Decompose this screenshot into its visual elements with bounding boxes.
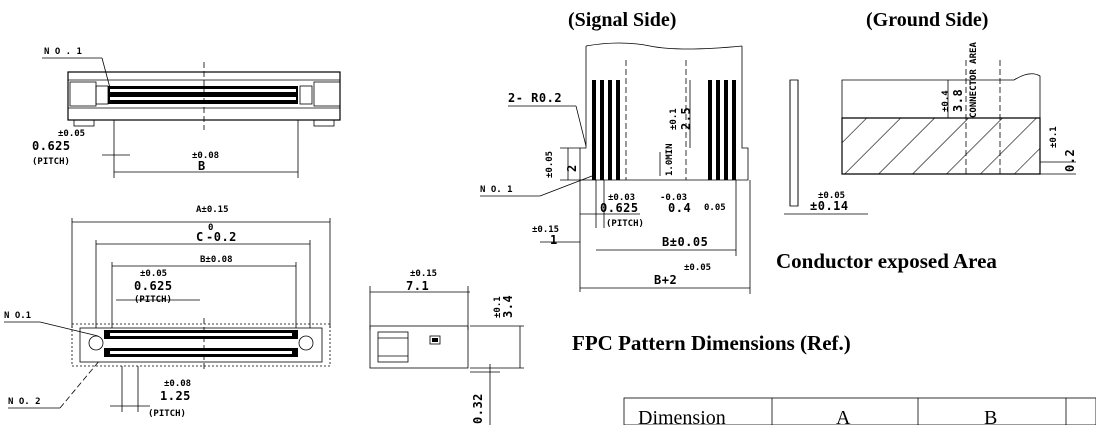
side-h-value: 3.4 — [501, 295, 515, 318]
front-no1-label: N O . 1 — [44, 47, 82, 57]
top-pitch2-label: (PITCH) — [148, 409, 186, 419]
table-header-b: B — [984, 407, 997, 425]
table-header-dimension: Dimension — [638, 407, 726, 425]
ground-side-heading: (Ground Side) — [866, 9, 988, 31]
signal-h-tol: ±0.05 — [545, 151, 555, 178]
front-b-label: B — [198, 159, 206, 173]
signal-b2-tol: ±0.05 — [684, 263, 711, 273]
ground-z-value: 0.2 — [1063, 149, 1077, 172]
top-pitch2-value: 1.25 — [160, 389, 191, 403]
side-w-value: 7.1 — [406, 279, 429, 293]
top-b-tol: B±0.08 — [200, 255, 233, 265]
signal-one-tol: ±0.15 — [532, 225, 559, 235]
ground-z-tol: ±0.1 — [1049, 126, 1059, 148]
signal-traces — [592, 80, 736, 180]
table-header-a: A — [836, 407, 851, 425]
signal-w-tol2: 0.05 — [704, 203, 726, 213]
contact-pads — [104, 330, 298, 357]
signal-radius: 2- R0.2 — [508, 91, 562, 105]
front-pitch-value: 0.625 — [32, 139, 71, 153]
signal-min-label: 1.0MIN — [665, 143, 675, 176]
fpc-pattern-heading: FPC Pattern Dimensions (Ref.) — [572, 331, 851, 355]
dimension-table: Dimension A B — [623, 397, 1096, 425]
signal-side-heading: (Signal Side) — [568, 9, 676, 31]
signal-pitch-label: (PITCH) — [606, 219, 644, 229]
ground-area-label: CONNECTOR AREA — [969, 42, 979, 118]
signal-pitch-value: 0.625 — [600, 201, 639, 215]
top-pitch-value: 0.625 — [134, 279, 173, 293]
signal-one-value: 1 — [550, 233, 558, 247]
contact-teeth — [110, 89, 296, 100]
ground-t-value: ±0.14 — [810, 199, 849, 213]
ground-pattern: (Ground Side) ±0.4 3.8 CONNECTOR AREA ±0… — [776, 9, 1077, 273]
top-no2-label: N O. 2 — [8, 397, 41, 407]
signal-w-value: 0.4 — [668, 201, 691, 215]
front-pitch-label: (PITCH) — [32, 157, 70, 167]
signal-len-value: 2.5 — [679, 107, 693, 130]
top-c-tol2: -0.2 — [206, 230, 237, 244]
top-c-tol: 0 — [208, 223, 213, 233]
signal-b-label: B±0.05 — [662, 235, 708, 249]
top-pitch-tol: ±0.05 — [140, 269, 167, 279]
signal-b2-label: B+2 — [654, 273, 677, 287]
conductor-area-heading: Conductor exposed Area — [776, 249, 997, 273]
top-pitch2-tol: ±0.08 — [164, 379, 191, 389]
front-view: N O . 1 ±0.05 0.625 (PITCH) ±0.08 B — [32, 47, 341, 178]
ground-t-tol: ±0.05 — [818, 191, 845, 201]
top-pitch-label: (PITCH) — [134, 295, 172, 305]
side-t-value: 0.32 — [471, 393, 485, 424]
signal-w-tol: -0.03 — [660, 193, 687, 203]
ground-h-value: 3.8 — [951, 89, 965, 112]
signal-len-tol: ±0.1 — [669, 108, 679, 130]
signal-no1-label: N O. 1 — [480, 185, 513, 195]
top-a-tol: A±0.15 — [196, 205, 229, 215]
front-b-tol: ±0.08 — [192, 151, 219, 161]
top-view: A±0.15 0 C -0.2 B±0.08 ±0.05 0.625 (PITC… — [4, 205, 331, 419]
top-c-label: C — [196, 230, 204, 244]
front-pitch-tol: ±0.05 — [58, 129, 85, 139]
top-no1-label: N O.1 — [4, 311, 31, 321]
signal-h-value: 2 — [565, 164, 579, 172]
side-view: ±0.15 7.1 ±0.1 3.4 0.32 — [369, 269, 524, 425]
side-w-tol: ±0.15 — [410, 269, 437, 279]
signal-pitch-tol: ±0.03 — [608, 193, 635, 203]
side-h-tol: ±0.1 — [493, 296, 503, 318]
ground-h-tol: ±0.4 — [941, 90, 951, 112]
signal-pattern: (Signal Side) 2- R0.2 ±0.05 2 ±0.1 2.5 — [480, 9, 751, 294]
